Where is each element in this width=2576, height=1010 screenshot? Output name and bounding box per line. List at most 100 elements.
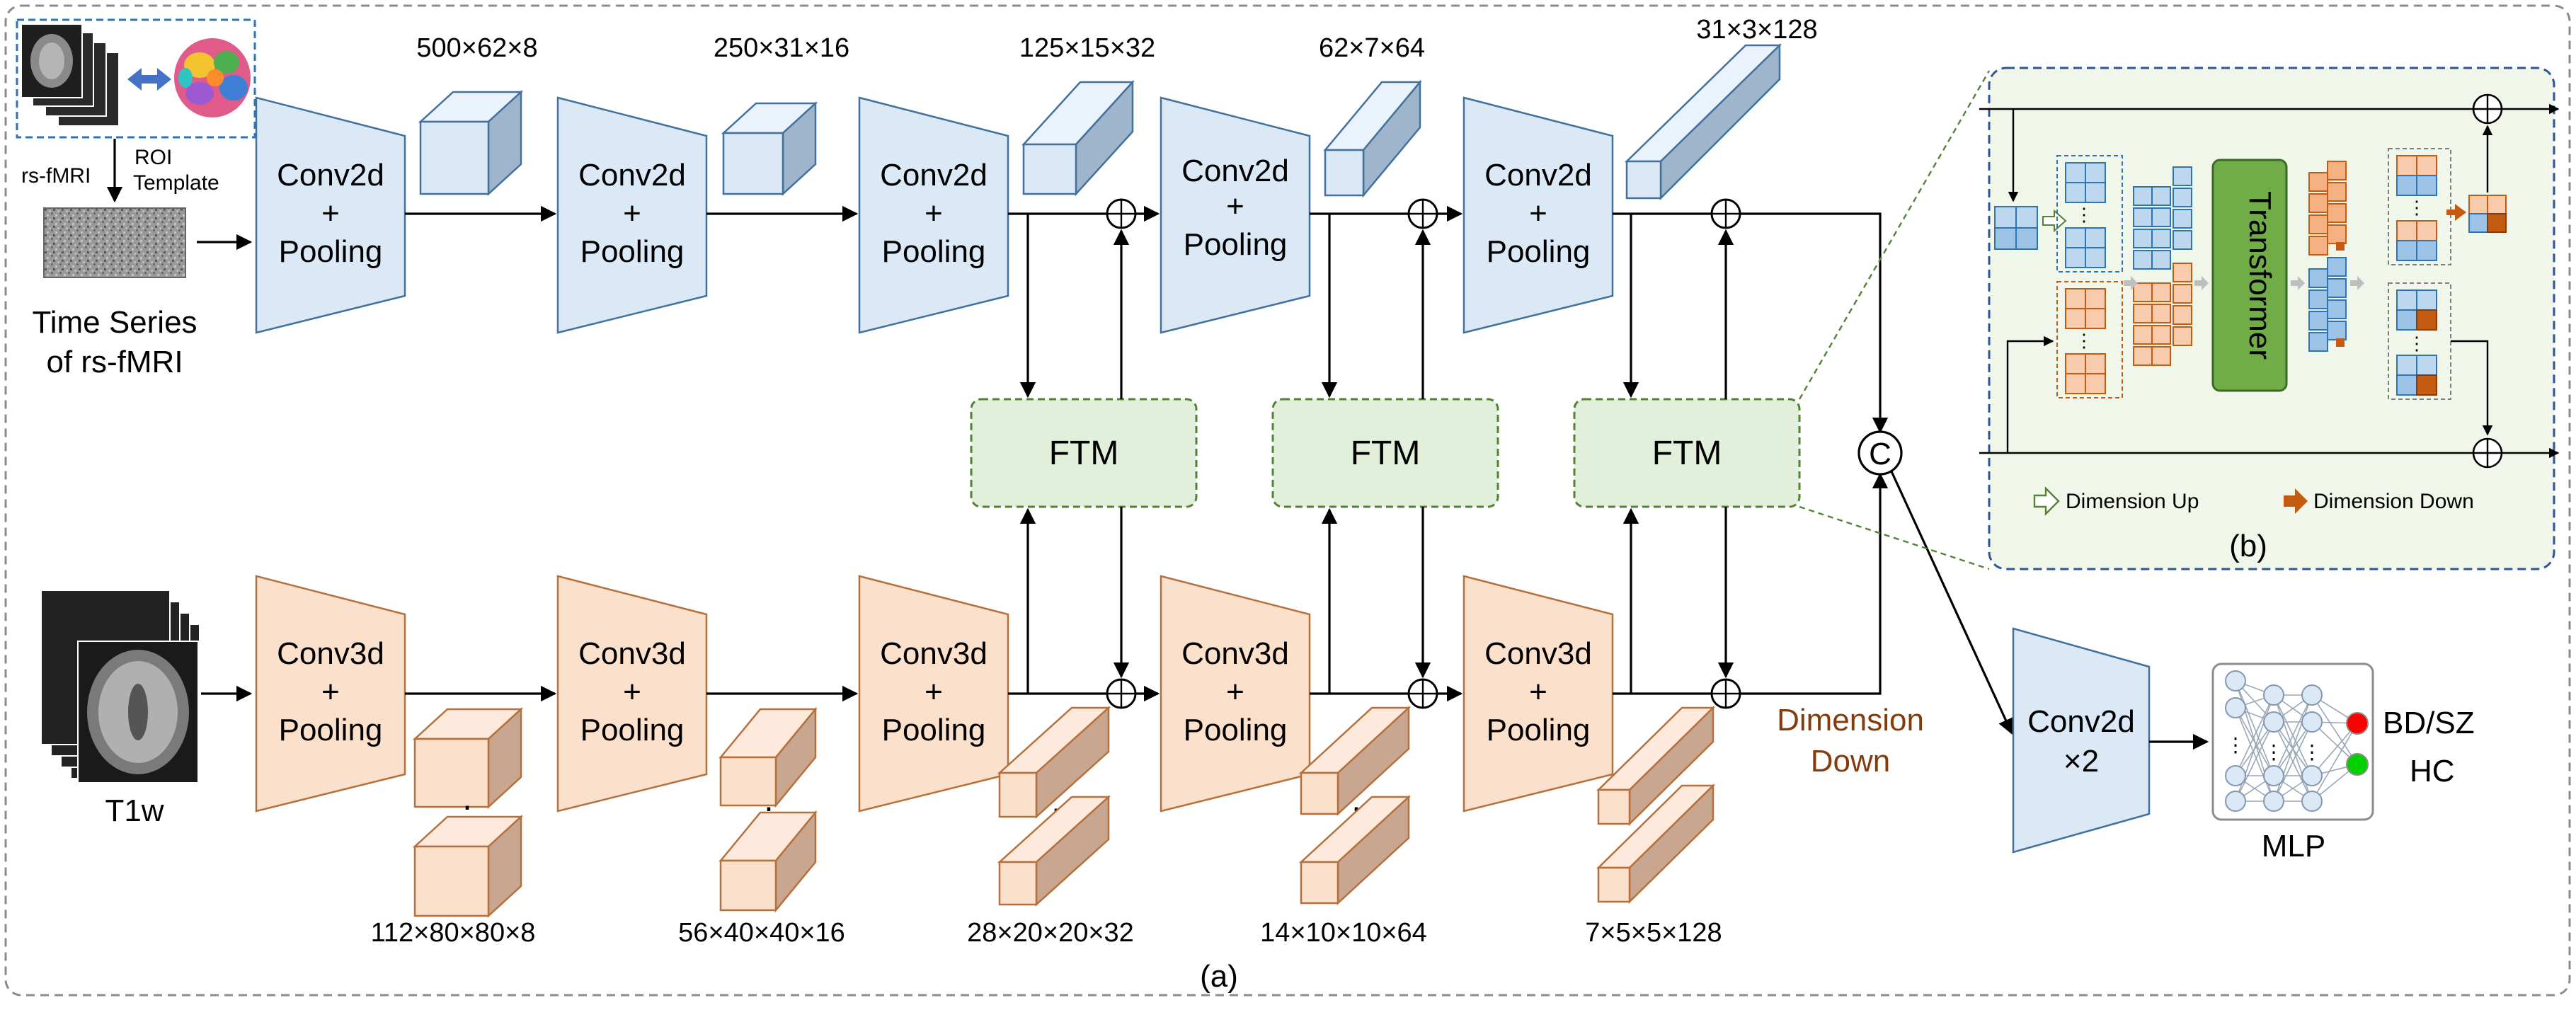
svg-text:×2: ×2: [2063, 744, 2099, 779]
fmri-dim-2: 250×31×16: [714, 33, 849, 63]
svg-text:Pooling: Pooling: [1487, 234, 1591, 269]
fmri-dim-4: 62×7×64: [1319, 33, 1425, 63]
t1-dim-5: 7×5×5×128: [1585, 918, 1722, 948]
fusion-head: C Conv2d ×2: [1857, 430, 2475, 863]
hc-label: HC: [2410, 754, 2455, 788]
svg-text:⋮: ⋮: [2075, 204, 2093, 225]
time-series-label-2: of rs-fMRI: [46, 345, 183, 379]
transformer-label: Transformer: [2243, 191, 2277, 360]
svg-text:Conv2d: Conv2d: [578, 158, 686, 193]
t1-add-node-1: [1106, 678, 1137, 709]
fmri-stack-icon: [21, 23, 120, 127]
t1-branch: Conv3d + Pooling Conv3d + Pooling Conv3d…: [255, 472, 1924, 948]
svg-text:⋮: ⋮: [2226, 734, 2245, 756]
svg-text:Pooling: Pooling: [580, 234, 685, 269]
ftm-output-cube: [2468, 195, 2507, 233]
outer-frame: [4, 4, 2571, 997]
bd-sz-label: BD/SZ: [2383, 706, 2475, 740]
fmri-add-node-1: [1106, 198, 1137, 229]
fmri-dim-3: 125×15×32: [1019, 33, 1155, 63]
dim-down-arrow-icon: [2284, 488, 2308, 514]
transformer-block: [2211, 159, 2288, 392]
figure-caption: (a): [1200, 959, 1238, 994]
t1-dim-4: 14×10×10×64: [1260, 918, 1427, 948]
svg-text:+: +: [1226, 189, 1244, 224]
svg-text:Pooling: Pooling: [882, 234, 986, 269]
conv3d-block-2: Conv3d + Pooling: [556, 575, 708, 813]
t1-feature-cubes-5: ⋮: [1596, 706, 1716, 904]
t1-add-node-2: [1407, 678, 1438, 709]
t1-feature-cubes-2: ⋮: [719, 706, 818, 913]
svg-text:Conv3d: Conv3d: [1484, 636, 1592, 671]
conv3d-block-5: Conv3d + Pooling: [1462, 575, 1614, 813]
svg-text:+: +: [623, 675, 641, 709]
svg-text:Pooling: Pooling: [279, 234, 383, 269]
rs-fmri-label: rs-fMRI: [21, 164, 91, 188]
svg-text:Conv3d: Conv3d: [578, 636, 686, 671]
fmri-add-node-2: [1407, 198, 1438, 229]
svg-text:+: +: [1529, 675, 1547, 709]
token-stack-after: [2308, 161, 2347, 352]
conv2d-block-2: Conv2d + Pooling: [556, 96, 708, 334]
ftm-box-3: [1573, 398, 1801, 508]
conv3d-block-1: Conv3d + Pooling: [255, 575, 406, 813]
svg-text:⋮: ⋮: [2408, 197, 2426, 218]
svg-text:+: +: [1529, 196, 1547, 231]
ftm-box-2: [1271, 398, 1499, 508]
fmri-feature-cube-1: [418, 90, 524, 196]
svg-text:Conv2d: Conv2d: [1484, 158, 1592, 193]
dim-up-arrow-icon: [2033, 486, 2060, 516]
bd-sz-output-node: [2346, 712, 2369, 735]
ftm-detail-panel: ⋮ ⋮: [1798, 67, 2560, 570]
conv2d-block-4: Conv2d + Pooling: [1160, 96, 1311, 334]
conv2d-block-3: Conv2d + Pooling: [858, 96, 1009, 334]
brain-atlas-icon: [174, 38, 251, 117]
svg-text:Conv3d: Conv3d: [880, 636, 988, 671]
svg-text:Pooling: Pooling: [1184, 713, 1288, 747]
ftm-modules: FTM FTM FTM: [970, 214, 1801, 694]
conv2d-block-1: Conv2d + Pooling: [255, 96, 406, 334]
svg-text:⋮: ⋮: [2264, 741, 2284, 763]
concat-label: C: [1869, 437, 1891, 471]
fmri-feature-cube-3: [1021, 79, 1135, 197]
t1w-label: T1w: [105, 793, 164, 828]
mlp-label: MLP: [2262, 829, 2325, 863]
svg-text:+: +: [925, 675, 943, 709]
fmri-branch: Conv2d + Pooling Conv2d + Pooling Conv2d…: [255, 15, 1889, 434]
svg-text:Pooling: Pooling: [279, 713, 383, 747]
legend-dim-up: Dimension Up: [2066, 490, 2199, 513]
t1-feature-cubes-1: ⋮: [412, 707, 524, 918]
t1-dim-2: 56×40×40×16: [678, 918, 845, 948]
template-label: Template: [133, 171, 219, 195]
t1w-stack-icon: [40, 590, 200, 784]
ftm-input-cube: [1994, 206, 2038, 250]
svg-text:Conv2d: Conv2d: [2027, 704, 2135, 739]
subfigure-caption: (b): [2229, 529, 2267, 563]
svg-text:Pooling: Pooling: [580, 713, 685, 747]
svg-text:Conv2d: Conv2d: [880, 158, 988, 193]
ftm-label-2: FTM: [1351, 435, 1421, 472]
input-dashed-box: [16, 18, 256, 139]
fmri-feature-cube-2: [721, 101, 818, 196]
fmri-dim-1: 500×62×8: [416, 33, 537, 63]
fmri-add-node-3: [1710, 198, 1741, 229]
svg-text:Pooling: Pooling: [1487, 713, 1591, 747]
time-series-label-1: Time Series: [32, 305, 197, 340]
t1-add-node-3: [1710, 678, 1741, 709]
svg-text:Conv2d: Conv2d: [277, 158, 384, 193]
svg-text:⋮: ⋮: [2075, 330, 2093, 351]
ftm-label-3: FTM: [1652, 435, 1722, 472]
svg-text:+: +: [925, 196, 943, 231]
svg-text:+: +: [321, 675, 340, 709]
svg-text:⋮: ⋮: [2408, 333, 2426, 354]
roi-label: ROI: [134, 146, 172, 169]
svg-text:⋮: ⋮: [2302, 741, 2322, 763]
svg-text:Conv3d: Conv3d: [1181, 636, 1289, 671]
head-conv2d-block: Conv2d ×2: [2012, 627, 2151, 854]
fmri-feature-cube-5: [1624, 43, 1782, 201]
conv3d-block-4: Conv3d + Pooling: [1160, 575, 1311, 813]
t1-dim-1: 112×80×80×8: [371, 918, 536, 948]
hc-output-node: [2346, 753, 2369, 776]
time-series-image: [43, 207, 186, 278]
